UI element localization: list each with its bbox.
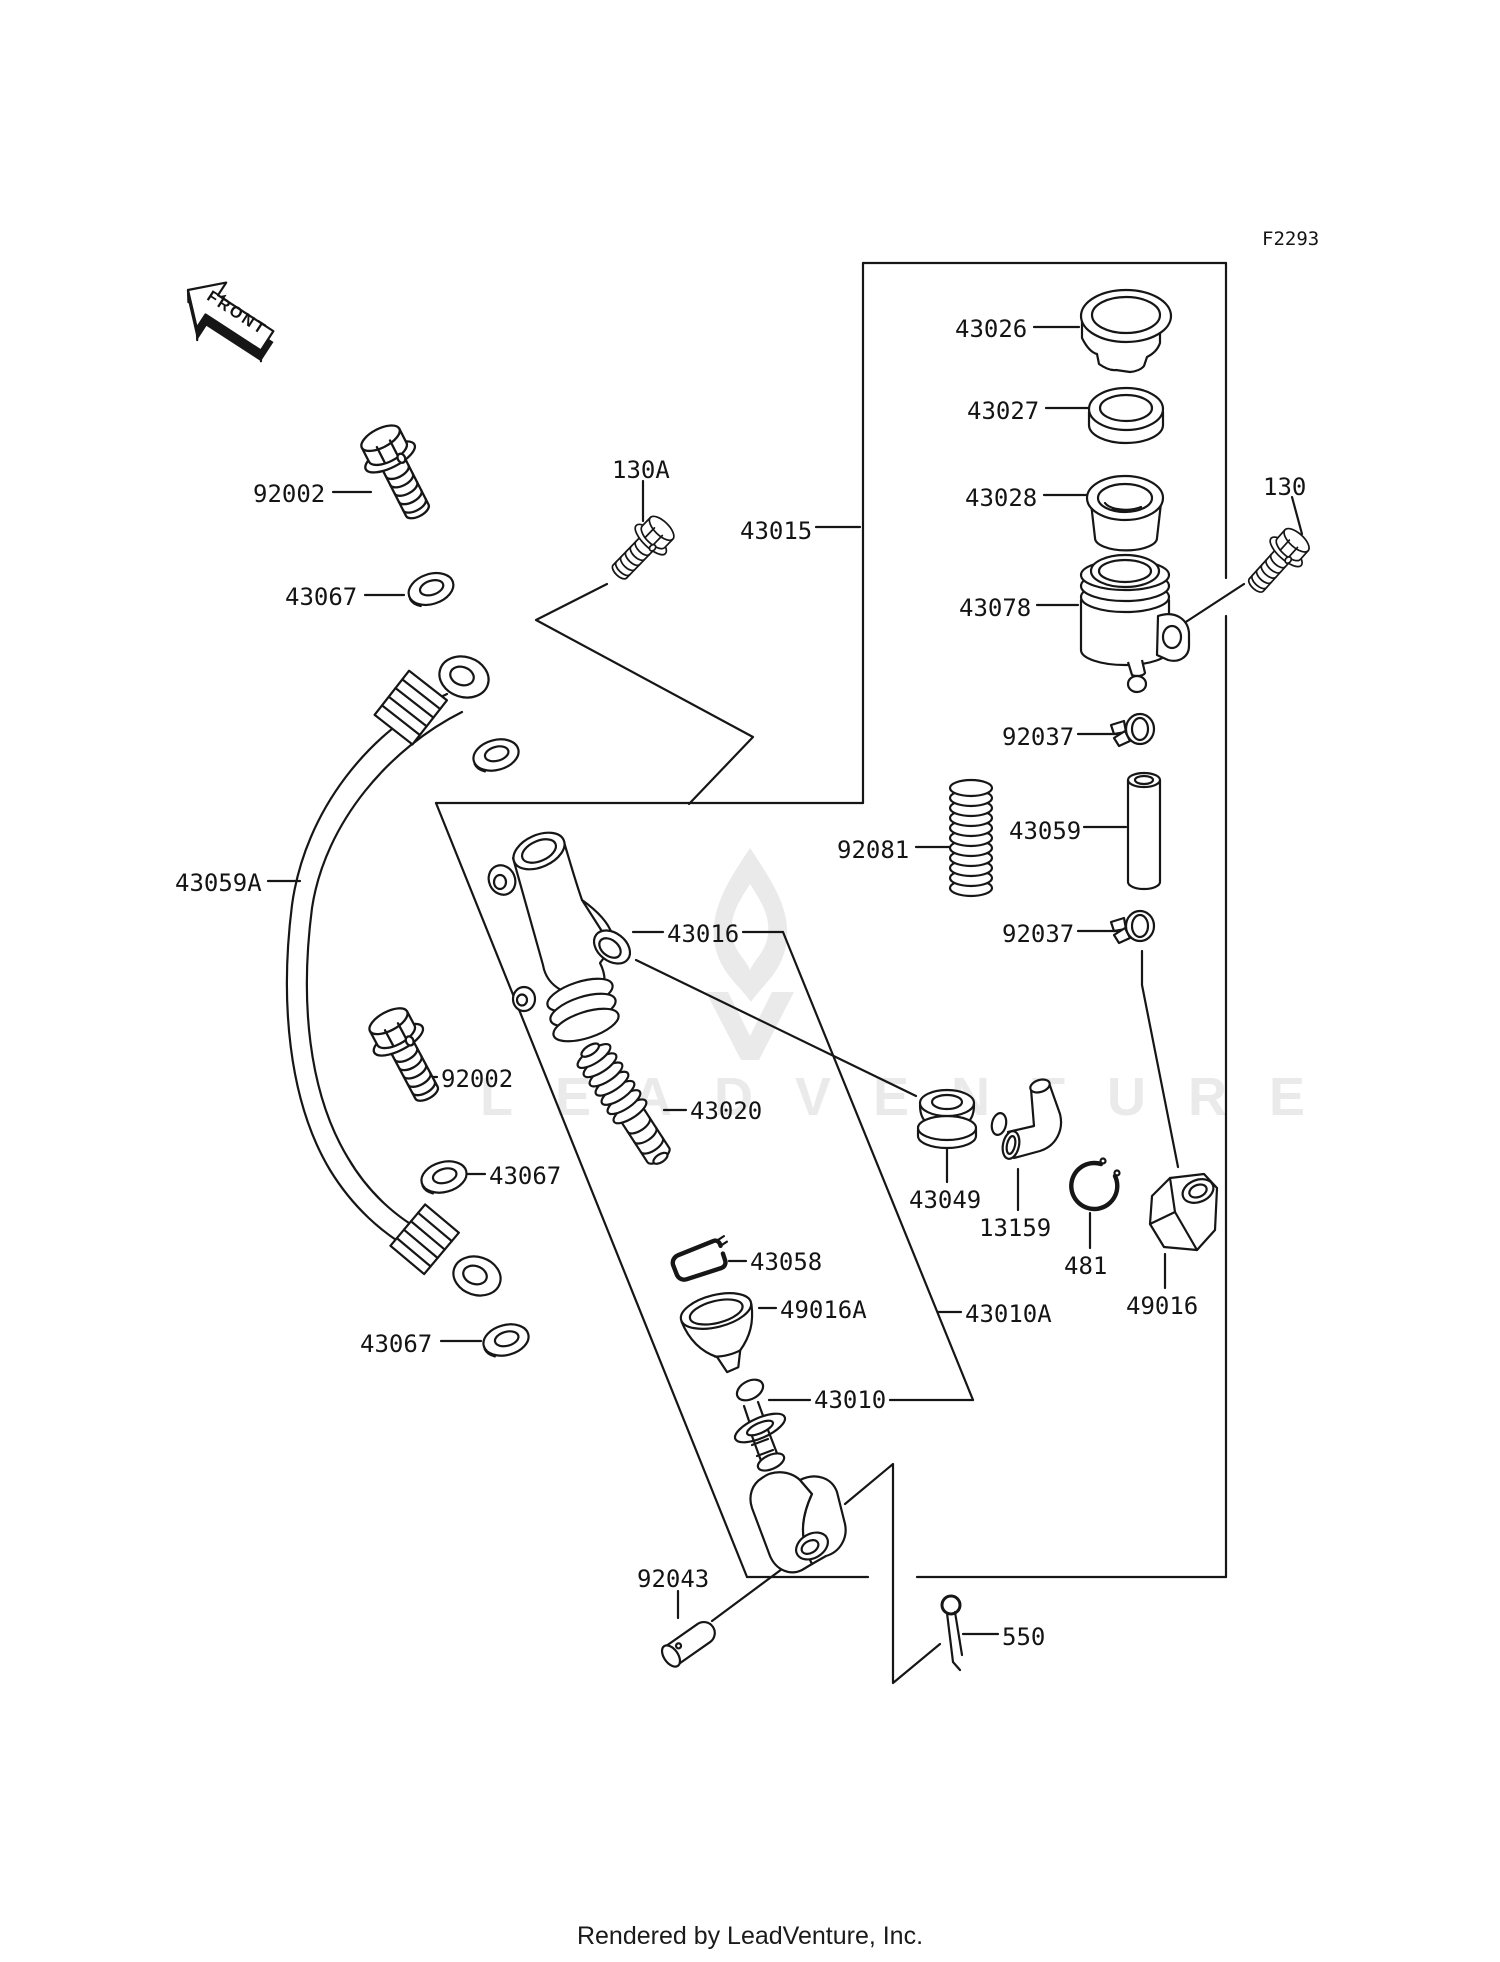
part-label-43015: 43015 [740, 517, 813, 545]
part-label-43058: 43058 [750, 1248, 823, 1276]
part-label-13159: 13159 [979, 1214, 1052, 1242]
part-550-cotter-pin [940, 1594, 964, 1672]
part-label-43028: 43028 [965, 484, 1038, 512]
part-label-43016: 43016 [667, 920, 740, 948]
part-92037-clamp-top [1109, 712, 1156, 748]
part-label-481: 481 [1064, 1252, 1108, 1280]
part-49016A-dust-boot [679, 1292, 754, 1374]
part-43067-washer-3 [416, 1155, 472, 1199]
part-label-550: 550 [1002, 1623, 1046, 1651]
part-label-43026: 43026 [955, 315, 1028, 343]
part-label-130a: 130A [612, 456, 670, 484]
part-92043-pin [660, 1621, 716, 1668]
part-43058-spring-clip [670, 1235, 729, 1282]
part-43059A-brake-hose [285, 655, 502, 1297]
front-arrow [186, 281, 275, 363]
part-43026-cap [1079, 288, 1173, 374]
part-label-43078: 43078 [959, 594, 1032, 622]
part-43059-pipe [1126, 771, 1162, 891]
part-92002-banjo-bolt-top [350, 416, 446, 530]
part-481-circlip [1069, 1157, 1121, 1212]
part-43049-bushing [916, 1088, 978, 1150]
part-label-92037-b: 92037 [1002, 920, 1075, 948]
part-label-43049: 43049 [909, 1186, 982, 1214]
part-43067-washer-1 [403, 566, 459, 612]
part-label-43067-d: 43067 [360, 1330, 433, 1358]
part-43078-reservoir [1079, 553, 1191, 694]
part-label-43010a: 43010A [965, 1300, 1052, 1328]
leadventure-watermark-logo [706, 848, 794, 1060]
part-label-92037-a: 92037 [1002, 723, 1075, 751]
parts-artwork [285, 288, 1318, 1672]
part-label-92081: 92081 [837, 836, 910, 864]
part-43010-push-rod-clevis [733, 1378, 847, 1574]
part-130A-bolt [601, 508, 682, 590]
part-label-92002-b: 92002 [441, 1065, 514, 1093]
part-label-43059a: 43059A [175, 869, 262, 897]
part-label-43027: 43027 [967, 397, 1040, 425]
part-92002-banjo-bolt-bottom [358, 998, 455, 1113]
part-43067-washer-2 [468, 733, 524, 777]
part-43028-diaphragm [1085, 474, 1165, 552]
part-label-43067-a: 43067 [285, 583, 358, 611]
part-130-bolt [1237, 520, 1318, 603]
part-label-49016: 49016 [1126, 1292, 1199, 1320]
footer-credit: Rendered by LeadVenture, Inc. [576, 1922, 924, 1950]
part-label-43010: 43010 [814, 1386, 887, 1414]
part-label-43059: 43059 [1009, 817, 1082, 845]
part-label-43020: 43020 [690, 1097, 763, 1125]
part-label-92002-a: 92002 [253, 480, 326, 508]
part-43027-plate [1087, 386, 1165, 445]
part-label-f2293: F2293 [1262, 228, 1320, 250]
part-92081-spring [948, 778, 994, 898]
part-92037-clamp-bottom [1109, 909, 1156, 945]
part-43020-piston [576, 1042, 671, 1165]
part-49016-joint [1148, 1172, 1219, 1252]
part-label-43067-c: 43067 [489, 1162, 562, 1190]
part-43067-washer-4 [478, 1318, 534, 1362]
part-label-49016a: 49016A [780, 1296, 867, 1324]
assembly-boundary-lines [434, 261, 1228, 1685]
part-13159-fitting [990, 1078, 1063, 1160]
part-label-92043: 92043 [637, 1565, 710, 1593]
part-label-130: 130 [1263, 473, 1307, 501]
part-43016-master-cylinder-body [487, 831, 632, 1043]
